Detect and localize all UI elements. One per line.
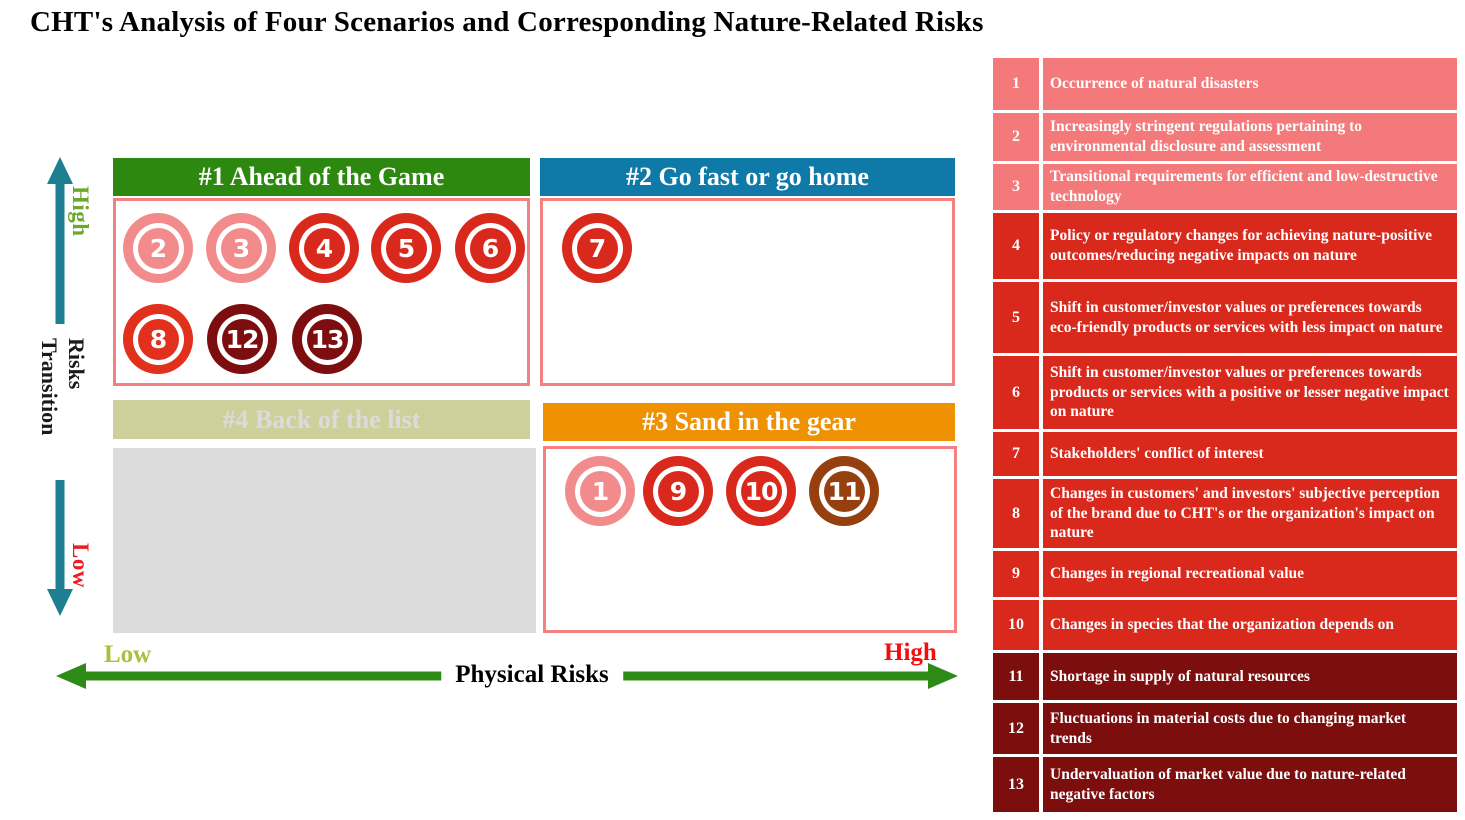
risk-circle-number: 10: [740, 470, 782, 512]
legend-row-text: Changes in species that the organization…: [1043, 600, 1457, 650]
legend-row-6: 6 Shift in customer/investor values or p…: [993, 356, 1457, 429]
risk-circle-ring: 5: [380, 222, 432, 274]
risk-circle-number: 12: [221, 318, 263, 360]
physical-low-label: Low: [104, 641, 152, 668]
quadrant3-header: #3 Sand in the gear: [543, 403, 955, 441]
legend-row-1: 1 Occurrence of natural disasters: [993, 58, 1457, 110]
risk-circle-number: 7: [576, 227, 618, 269]
risk-circle-6: 6: [455, 213, 525, 283]
legend-row-text: Transitional requirements for efficient …: [1043, 164, 1457, 210]
legend-row-text: Shift in customer/investor values or pre…: [1043, 356, 1457, 429]
quadrant1-box: 2 3 4 5 6 8 12 13: [113, 198, 530, 386]
risk-circle-number: 11: [823, 470, 865, 512]
risk-circle-number: 9: [657, 470, 699, 512]
quadrant3-box: 1 9 10 11: [543, 446, 957, 633]
risk-circle-ring: 1: [574, 465, 626, 517]
risk-circle-number: 13: [306, 318, 348, 360]
risk-circle-8: 8: [123, 304, 193, 374]
legend-row-number: 8: [993, 479, 1039, 548]
legend-row-12: 12 Fluctuations in material costs due to…: [993, 703, 1457, 754]
risk-circle-ring: 13: [301, 313, 353, 365]
legend-row-text: Occurrence of natural disasters: [1043, 58, 1457, 110]
legend-row-number: 5: [993, 282, 1039, 353]
legend-row-text: Fluctuations in material costs due to ch…: [1043, 703, 1457, 754]
legend-row-number: 13: [993, 757, 1039, 812]
legend-row-9: 9 Changes in regional recreational value: [993, 551, 1457, 597]
legend-row-text: Shift in customer/investor values or pre…: [1043, 282, 1457, 353]
legend-row-number: 3: [993, 164, 1039, 210]
risk-circle-5: 5: [371, 213, 441, 283]
quadrant2-header: #2 Go fast or go home: [540, 158, 955, 196]
transition-low-label: Low: [68, 543, 93, 588]
risk-circle-ring: 4: [298, 222, 350, 274]
legend-row-13: 13 Undervaluation of market value due to…: [993, 757, 1457, 812]
risk-circle-number: 8: [137, 318, 179, 360]
legend-row-text: Changes in customers' and investors' sub…: [1043, 479, 1457, 548]
transition-axis-up-arrow-icon: [47, 157, 73, 324]
risk-circle-ring: 7: [571, 222, 623, 274]
legend-row-text: Stakeholders' conflict of interest: [1043, 432, 1457, 476]
legend-row-number: 4: [993, 213, 1039, 279]
risk-circle-3: 3: [206, 213, 276, 283]
risk-circle-ring: 9: [652, 465, 704, 517]
legend-row-number: 2: [993, 113, 1039, 161]
risk-circle-number: 3: [220, 227, 262, 269]
risk-circle-number: 2: [137, 227, 179, 269]
transition-axis-title-line2: Risks: [64, 338, 89, 390]
page-title: CHT's Analysis of Four Scenarios and Cor…: [30, 6, 984, 38]
risk-circle-number: 1: [579, 470, 621, 512]
quadrant2-box: 7: [540, 198, 955, 386]
legend-row-number: 7: [993, 432, 1039, 476]
quadrant4-header: #4 Back of the list: [113, 400, 530, 439]
legend-row-4: 4 Policy or regulatory changes for achie…: [993, 213, 1457, 279]
quadrant4-box: [113, 448, 536, 633]
risk-circle-ring: 8: [132, 313, 184, 365]
risk-circle-ring: 2: [132, 222, 184, 274]
risk-circle-9: 9: [643, 456, 713, 526]
risk-circle-10: 10: [726, 456, 796, 526]
legend-row-8: 8 Changes in customers' and investors' s…: [993, 479, 1457, 548]
risk-circle-number: 5: [385, 227, 427, 269]
legend-row-2: 2 Increasingly stringent regulations per…: [993, 113, 1457, 161]
risk-circle-4: 4: [289, 213, 359, 283]
legend-row-number: 9: [993, 551, 1039, 597]
risk-circle-12: 12: [207, 304, 277, 374]
risk-circle-1: 1: [565, 456, 635, 526]
legend-row-10: 10 Changes in species that the organizat…: [993, 600, 1457, 650]
transition-axis-title-line1: Transition: [37, 338, 62, 436]
legend-row-11: 11 Shortage in supply of natural resourc…: [993, 653, 1457, 700]
physical-high-label: High: [884, 639, 937, 666]
risk-circle-11: 11: [809, 456, 879, 526]
legend-row-text: Shortage in supply of natural resources: [1043, 653, 1457, 700]
risk-circle-7: 7: [562, 213, 632, 283]
legend-row-number: 1: [993, 58, 1039, 110]
risk-circle-number: 4: [303, 227, 345, 269]
risk-circle-ring: 12: [216, 313, 268, 365]
physical-axis-title: Physical Risks: [441, 661, 623, 689]
legend-row-text: Undervaluation of market value due to na…: [1043, 757, 1457, 812]
risk-circle-number: 6: [469, 227, 511, 269]
risk-circle-ring: 6: [464, 222, 516, 274]
legend-row-5: 5 Shift in customer/investor values or p…: [993, 282, 1457, 353]
legend-row-3: 3 Transitional requirements for efficien…: [993, 164, 1457, 210]
quadrant1-header: #1 Ahead of the Game: [113, 158, 530, 196]
risk-circle-ring: 3: [215, 222, 267, 274]
legend-row-number: 6: [993, 356, 1039, 429]
transition-axis-title: Transition Risks: [36, 338, 90, 435]
risk-circle-2: 2: [123, 213, 193, 283]
legend-row-number: 12: [993, 703, 1039, 754]
legend-row-text: Increasingly stringent regulations perta…: [1043, 113, 1457, 161]
transition-high-label: High: [68, 186, 93, 237]
risk-circle-ring: 11: [818, 465, 870, 517]
risk-circle-13: 13: [292, 304, 362, 374]
risk-legend-table: 1 Occurrence of natural disasters 2 Incr…: [993, 58, 1457, 812]
legend-row-number: 10: [993, 600, 1039, 650]
legend-row-number: 11: [993, 653, 1039, 700]
risk-circle-ring: 10: [735, 465, 787, 517]
legend-row-text: Policy or regulatory changes for achievi…: [1043, 213, 1457, 279]
legend-row-text: Changes in regional recreational value: [1043, 551, 1457, 597]
legend-row-7: 7 Stakeholders' conflict of interest: [993, 432, 1457, 476]
transition-axis-down-arrow-icon: [47, 480, 73, 616]
